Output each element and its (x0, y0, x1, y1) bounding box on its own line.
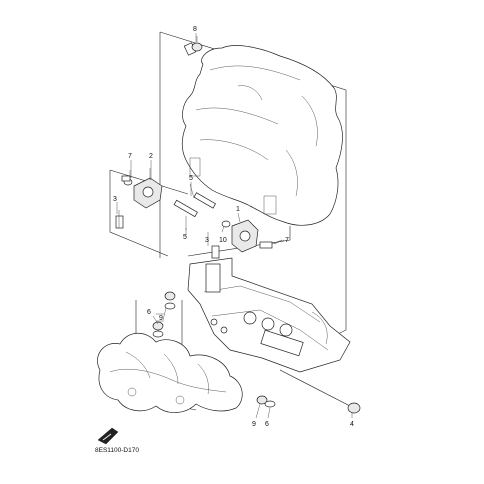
callout-4: 4 (350, 421, 354, 428)
callout-8: 8 (193, 26, 197, 33)
engine-block (181, 45, 343, 226)
drawing-code: 8ES1100-D170 (95, 447, 139, 454)
callout-10: 10 (219, 237, 227, 244)
part-8-stud (183, 36, 203, 56)
left-mount-group (115, 168, 163, 229)
callout-9-bottom: 9 (252, 421, 256, 428)
front-direction-icon (97, 427, 119, 445)
callout-5-upper: 5 (189, 175, 193, 182)
bottom-nuts (256, 395, 276, 408)
part-4-long-bolt (279, 369, 361, 414)
exhaust-manifold (97, 332, 243, 413)
part-5-studs (173, 183, 217, 236)
callout-6-left: 6 (147, 309, 151, 316)
callout-3-right: 3 (205, 237, 209, 244)
callout-6-bottom: 6 (265, 421, 269, 428)
callout-9-left: 9 (159, 315, 163, 322)
bracket-assembly (187, 257, 351, 373)
right-mount-group (211, 219, 283, 259)
callout-2: 2 (149, 153, 153, 160)
leader-lines (116, 33, 353, 419)
callout-7-left: 7 (128, 153, 132, 160)
callout-labels: 8 7 2 5 3 5 3 10 1 7 6 9 9 6 4 (113, 26, 354, 428)
callout-1: 1 (236, 206, 240, 213)
callout-3-left: 3 (113, 196, 117, 203)
left-nuts (152, 291, 176, 338)
callout-7-right: 7 (285, 237, 289, 244)
callout-5-lower: 5 (183, 234, 187, 241)
